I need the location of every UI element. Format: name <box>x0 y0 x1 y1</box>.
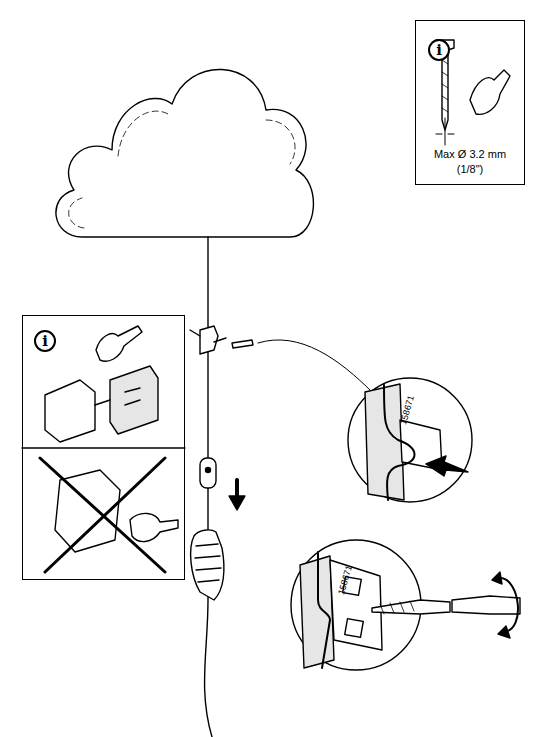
detail-circle <box>291 540 421 670</box>
info-panel: iMax Ø 3.2 mm (1/8") <box>415 20 525 185</box>
screw-thread <box>442 60 448 112</box>
cloud-lamp <box>56 69 313 237</box>
cord-clip <box>200 326 218 354</box>
info-symbol: i <box>34 330 56 352</box>
cord-clip <box>190 330 226 342</box>
switch-button <box>206 468 211 473</box>
hand-icon <box>96 326 142 361</box>
panel-divider <box>22 447 185 448</box>
clip-slot <box>345 619 364 638</box>
dimension-line <box>436 118 454 145</box>
clip-parts <box>95 388 140 405</box>
cord-detail <box>318 552 330 668</box>
leader-line <box>258 340 372 392</box>
push-arrow <box>426 456 468 476</box>
screw <box>232 340 253 348</box>
clip-parts <box>45 380 95 442</box>
screwdriver <box>452 596 520 614</box>
cloud-shading <box>69 111 295 228</box>
screw-detail <box>372 600 450 614</box>
prohibited-cross <box>40 458 165 572</box>
hand <box>191 530 224 600</box>
screw-size-note: Max Ø 3.2 mm (1/8") <box>424 147 516 177</box>
hand-fingers <box>195 544 221 582</box>
detail-circle <box>348 378 472 502</box>
clip-detail <box>330 560 382 650</box>
power-cord <box>205 488 212 737</box>
clip-parts <box>110 366 158 434</box>
hand-icon <box>130 513 178 541</box>
info-symbol: i <box>428 39 450 61</box>
cord-switch <box>200 458 216 488</box>
hand-icon <box>470 70 510 114</box>
rotation-arrow <box>500 578 518 632</box>
info-panel: i <box>22 315 185 580</box>
rotation-arrow-head <box>492 572 510 638</box>
pull-arrow-head <box>229 496 245 510</box>
screw-thread <box>380 601 414 614</box>
